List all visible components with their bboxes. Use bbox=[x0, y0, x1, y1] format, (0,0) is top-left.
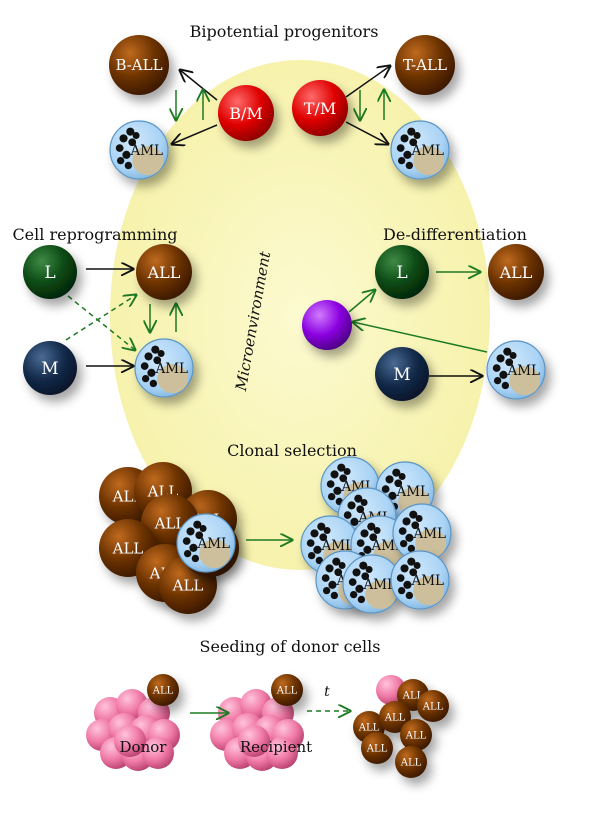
time-label: t bbox=[324, 684, 330, 700]
title-seeding-donor-cells: Seeding of donor cells bbox=[200, 637, 381, 656]
recipient-cell-10 bbox=[266, 737, 298, 769]
title-clonal-selection: Clonal selection bbox=[227, 441, 357, 460]
cell-myeloid-left: M bbox=[23, 341, 77, 395]
result-all-cell-4-label: ALL bbox=[422, 702, 444, 713]
result-all-cell-5-label: ALL bbox=[366, 744, 388, 755]
donor-cell-11 bbox=[114, 725, 146, 757]
result-all-cell-6-label: ALL bbox=[405, 731, 427, 742]
arrows-reprogramming bbox=[65, 269, 176, 366]
cell-all-right-label: ALL bbox=[499, 263, 533, 282]
cell-all-reprogramming: ALL bbox=[136, 244, 192, 300]
cell-l-right-label: L bbox=[396, 263, 407, 283]
cell-lymphoid-right: L bbox=[375, 245, 429, 299]
result-all-cell-3: ALL bbox=[379, 701, 411, 733]
seeding-group: ALLDonorALLRecipientALLALLALLALLALLALLAL… bbox=[86, 674, 449, 778]
clonal-aml-cluster-cell-8: AML bbox=[342, 554, 402, 614]
cell-all-dedifferentiation: ALL bbox=[488, 244, 544, 300]
clonal-aml-cluster-cell-2-label: AML bbox=[395, 484, 429, 500]
donor-cell-10 bbox=[142, 737, 174, 769]
result-all-cell-6: ALL bbox=[400, 719, 432, 751]
result-all-cell-3-label: ALL bbox=[384, 713, 406, 724]
cell-lymphoid-left: L bbox=[23, 245, 77, 299]
arrows-dedifferentiation bbox=[348, 272, 488, 376]
cell-tm-progenitor: T/M bbox=[292, 80, 348, 136]
cell-m-right-label: M bbox=[393, 365, 410, 385]
cell-t-all: T-ALL bbox=[395, 35, 455, 95]
cell-all-label: ALL bbox=[147, 263, 181, 282]
cell-aml-bipotential-left-label: AML bbox=[129, 143, 163, 159]
clonal-aml-cluster-cell-6: AML bbox=[392, 503, 452, 563]
title-cell-reprogramming: Cell reprogramming bbox=[12, 225, 177, 244]
cell-myeloid-right: M bbox=[375, 347, 429, 401]
clonal-aml-cluster-cell-9-label: AML bbox=[410, 573, 444, 589]
recipient-cell-11 bbox=[238, 725, 270, 757]
cell-bm-progenitor: B/M bbox=[218, 85, 274, 141]
cell-t-all-label: T-ALL bbox=[403, 56, 447, 74]
clonal-all-cluster: ALLALLALLALLALLALLALLALLAML bbox=[99, 462, 239, 614]
cell-b-all: B-ALL bbox=[109, 35, 169, 95]
clonal-all-cell-5-label: ALL bbox=[112, 539, 144, 557]
donor-all-cell: ALL bbox=[147, 674, 179, 706]
donor-all-cell-label: ALL bbox=[152, 686, 174, 697]
title-bipotential-progenitors: Bipotential progenitors bbox=[190, 22, 379, 41]
clonal-aml-cluster: AMLAMLAMLAMLAMLAMLAMLAMLAML bbox=[300, 456, 452, 614]
cell-m-label: M bbox=[41, 359, 58, 379]
cell-aml-bipotential-right-label: AML bbox=[410, 143, 444, 159]
result-all-cell-2-label: ALL bbox=[358, 723, 380, 734]
clonal-all-cell-4-label: ALL bbox=[154, 514, 186, 532]
clonal-all-cell-7-label: ALL bbox=[172, 576, 204, 594]
result-all-cell-4: ALL bbox=[417, 690, 449, 722]
cell-aml-reprogramming: AML bbox=[134, 338, 194, 398]
clonal-aml-cell: AML bbox=[176, 513, 236, 573]
cell-tm-label: T/M bbox=[304, 99, 336, 118]
cell-aml-dedifferentiation: AML bbox=[486, 340, 546, 400]
result-all-cell-7: ALL bbox=[395, 746, 427, 778]
cell-aml-bipotential-left: AML bbox=[109, 120, 169, 180]
cell-b-all-label: B-ALL bbox=[115, 56, 162, 74]
donor-label: Donor bbox=[120, 738, 168, 756]
cell-stem-purple bbox=[302, 300, 352, 350]
result-all-cell-7-label: ALL bbox=[400, 758, 422, 769]
clonal-aml-cluster-cell-4-label: AML bbox=[320, 538, 354, 554]
cell-aml-reprogramming-label: AML bbox=[154, 361, 188, 377]
clonal-aml-cell-label: AML bbox=[196, 536, 230, 552]
recipient-all-cell-label: ALL bbox=[276, 686, 298, 697]
arrows-bipotential bbox=[172, 66, 390, 144]
cell-aml-dedifferentiation-label: AML bbox=[506, 363, 540, 379]
clonal-aml-cluster-cell-8-label: AML bbox=[362, 577, 396, 593]
cell-bm-label: B/M bbox=[229, 104, 263, 123]
recipient-label: Recipient bbox=[240, 738, 312, 756]
cell-l-label: L bbox=[44, 263, 55, 283]
result-all-cell-5: ALL bbox=[361, 732, 393, 764]
recipient-all-cell: ALL bbox=[271, 674, 303, 706]
result-all-cell-1-label: ALL bbox=[402, 691, 424, 702]
clonal-aml-cluster-cell-9: AML bbox=[390, 550, 450, 610]
cell-aml-bipotential-right: AML bbox=[390, 120, 450, 180]
title-de-differentiation: De-differentiation bbox=[383, 225, 527, 244]
clonal-aml-cluster-cell-6-label: AML bbox=[412, 526, 446, 542]
microenvironment-region bbox=[110, 60, 490, 570]
